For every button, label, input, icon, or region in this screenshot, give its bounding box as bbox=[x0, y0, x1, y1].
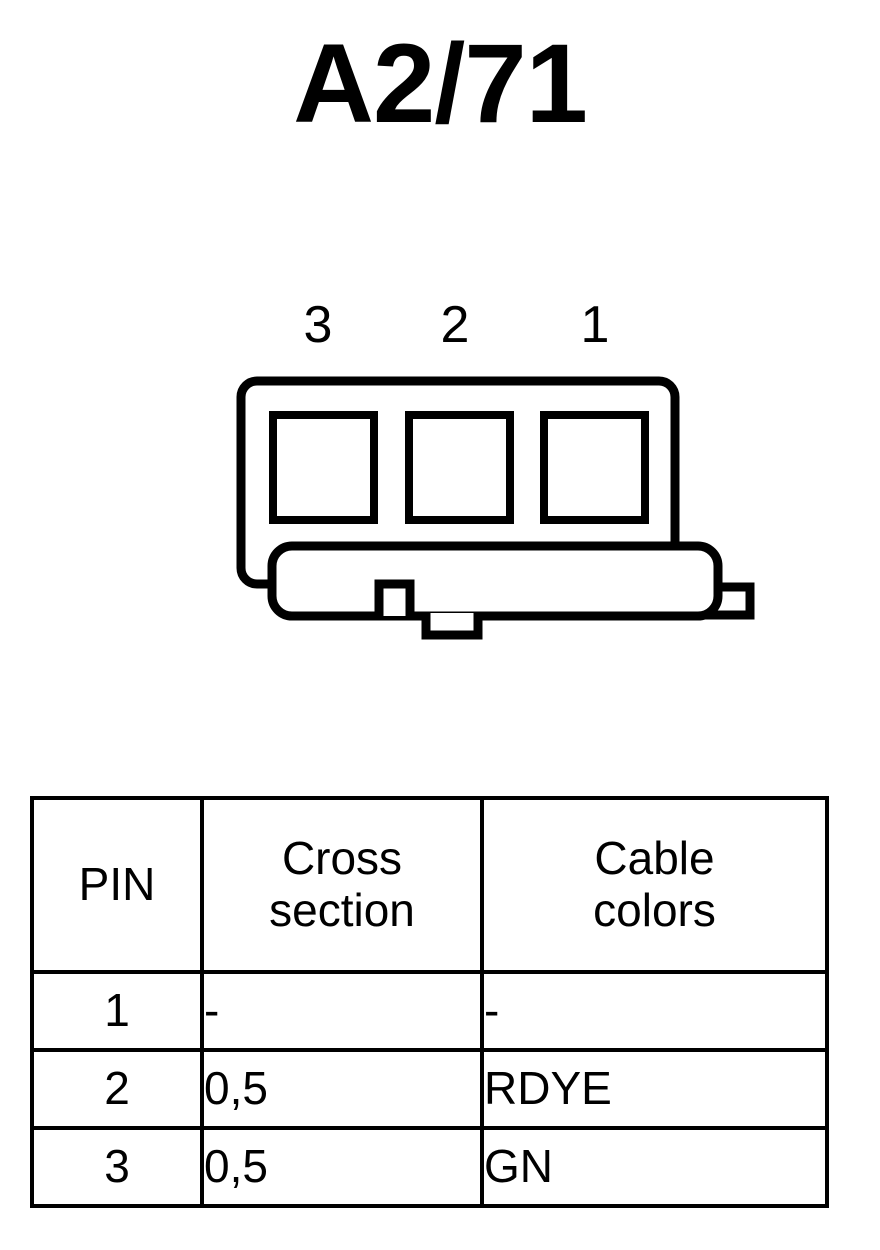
cell-pin: 3 bbox=[30, 1126, 204, 1208]
column-header-cross-section-line1: Cross bbox=[281, 832, 403, 885]
column-header-pin: PIN bbox=[30, 796, 204, 974]
table-row: 2 0,5 RDYE bbox=[30, 1048, 829, 1130]
column-header-cable-colors-line2: colors bbox=[593, 884, 716, 936]
cell-pin: 2 bbox=[30, 1048, 204, 1130]
pin-cavity-3 bbox=[269, 411, 378, 524]
cell-cable-colors: - bbox=[480, 970, 829, 1052]
table-row: 1 - - bbox=[30, 970, 829, 1052]
cell-pin: 1 bbox=[30, 970, 204, 1052]
pin-label-3: 3 bbox=[304, 296, 333, 354]
connector-svg: 3 2 1 bbox=[236, 296, 755, 640]
column-header-cable-colors: Cable colors bbox=[480, 796, 829, 974]
table-header-row: PIN Cross section Cable colors bbox=[30, 796, 829, 974]
pinout-table: PIN Cross section Cable colors 1 - - 2 0… bbox=[30, 796, 829, 1208]
column-header-cable-colors-line1: Cable bbox=[594, 832, 715, 885]
pin-cavity-2 bbox=[405, 411, 514, 524]
bottom-center-tab bbox=[421, 613, 483, 640]
connector-diagram: 3 2 1 bbox=[0, 280, 880, 660]
cell-cable-colors: RDYE bbox=[480, 1048, 829, 1130]
page-title: A2/71 bbox=[293, 21, 588, 146]
cell-cross-section: 0,5 bbox=[200, 1048, 484, 1130]
pin-label-1: 1 bbox=[581, 296, 610, 354]
column-header-cross-section-line2: section bbox=[269, 884, 415, 936]
latch-bar bbox=[267, 541, 723, 621]
table-row: 3 0,5 GN bbox=[30, 1126, 829, 1208]
latch-notch bbox=[374, 579, 415, 616]
cell-cross-section: - bbox=[200, 970, 484, 1052]
pin-label-2: 2 bbox=[441, 296, 470, 354]
cell-cross-section: 0,5 bbox=[200, 1126, 484, 1208]
column-header-pin-line1: PIN bbox=[78, 858, 156, 911]
cell-cable-colors: GN bbox=[480, 1126, 829, 1208]
column-header-cross-section: Cross section bbox=[200, 796, 484, 974]
pin-cavity-1 bbox=[540, 411, 649, 524]
